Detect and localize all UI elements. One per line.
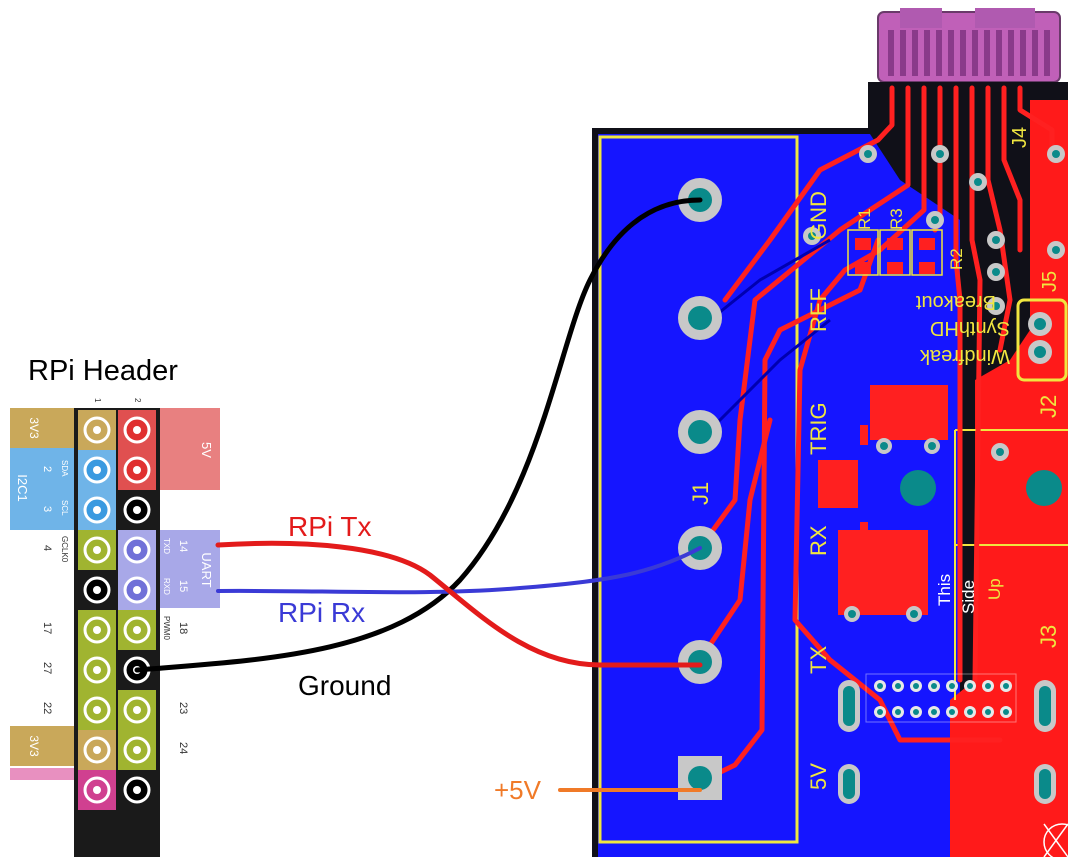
pin-number-17: 17	[41, 622, 53, 634]
vias	[803, 145, 1065, 622]
board-text-windfreak: Windfreak	[919, 345, 1010, 367]
right-pin-numbers: 14 15 18 23 24	[177, 540, 189, 754]
j4-connector-tab-right	[975, 8, 1035, 28]
top-pin-number-2: 2	[133, 398, 142, 403]
j1-pads	[678, 178, 722, 800]
wire-label-ground: Ground	[298, 670, 391, 701]
j5-silkscreen	[1016, 298, 1068, 382]
left-label-3v3-bottom-text: 3V3	[27, 735, 41, 757]
j1-pin-label-5v: 5V	[806, 763, 831, 790]
wire-label-rx: RPi Rx	[278, 597, 365, 628]
pin-number-23: 23	[177, 702, 189, 714]
resistor-label-r3: R3	[887, 208, 906, 230]
func-label-txd: TXD	[162, 538, 171, 554]
wire-rx	[216, 546, 702, 595]
rpi-header-title: RPi Header	[28, 355, 178, 387]
wire-labels: RPi Tx RPi Rx Ground +5V	[278, 511, 542, 805]
side-text-up: Up	[985, 578, 1004, 600]
j1-pin-label-rx: RX	[806, 525, 831, 556]
pcb-silkscreen-text: GND REF TRIG RX TX 5V J1 J4 J5 J2 J3 R1 …	[688, 127, 1061, 790]
wire-tx	[215, 540, 703, 668]
pin-number-22: 22	[41, 702, 53, 714]
component-pads	[818, 385, 948, 615]
connector-label-j5: J5	[1039, 271, 1061, 292]
right-label-uart-text: UART	[199, 552, 214, 587]
pin-number-2: 2	[41, 466, 53, 472]
left-label-i2c1	[10, 448, 74, 530]
connector-label-j2: J2	[1036, 395, 1061, 418]
top-pin-number-1: 1	[93, 398, 102, 403]
j4-connector-pins	[888, 30, 1050, 76]
j3-header-pads	[865, 673, 1017, 723]
red-traces	[697, 85, 1055, 781]
right-label-5v-text: 5V	[199, 442, 214, 458]
j1-pin-label-trig: TRIG	[806, 402, 831, 455]
left-pin-numbers: 2 3	[41, 466, 53, 512]
wire-label-power: +5V	[494, 775, 542, 805]
function-labels: SDA SCL GCLK0 TXD RXD PWM0	[60, 460, 171, 641]
oval-pads	[838, 680, 1056, 804]
header-top-strip	[74, 392, 160, 408]
pin-number-27: 27	[41, 662, 53, 674]
board-text-breakout: Breakout	[916, 291, 996, 313]
j1-pin-label-tx: TX	[806, 646, 831, 674]
left-label-3v3-bottom	[10, 726, 74, 766]
resistor-label-r1: R1	[855, 208, 874, 230]
func-label-scl: SCL	[60, 500, 69, 516]
pin-number-24: 24	[177, 742, 189, 754]
rpi-header: RPi Header 3V3 I2C1 3V3 5V UART	[0, 355, 220, 857]
wire-label-tx: RPi Tx	[288, 511, 372, 542]
side-text-this: This	[935, 574, 954, 606]
connector-label-j3: J3	[1036, 625, 1061, 648]
pins	[83, 416, 151, 804]
pin-number-3: 3	[41, 506, 53, 512]
func-label-rxd: RXD	[162, 578, 171, 595]
wire-ground	[134, 197, 703, 673]
left-label-3v3-top	[10, 408, 74, 448]
j1-pin-label-gnd: GND	[806, 191, 831, 240]
blue-traces	[708, 238, 831, 432]
pin-number-14: 14	[177, 540, 189, 552]
wires	[134, 197, 703, 792]
func-label-pwm0: PWM0	[162, 616, 171, 641]
pin-number-15: 15	[177, 580, 189, 592]
j4-connector-tab-left	[900, 8, 942, 28]
right-label-uart	[160, 530, 220, 608]
pin-number-4: 4	[41, 545, 53, 551]
func-label-gclk0: GCLK0	[60, 536, 69, 563]
red-copper-pour	[950, 100, 1068, 857]
header-mask	[0, 780, 75, 857]
left-label-i2c1-text: I2C1	[15, 474, 30, 501]
connector-label-j1: J1	[688, 482, 713, 505]
func-label-sda: SDA	[60, 460, 69, 477]
resistor-area	[847, 229, 943, 276]
connector-label-j4: J4	[1009, 127, 1031, 148]
j1-pin-label-ref: REF	[806, 288, 831, 332]
pcb-board: GND REF TRIG RX TX 5V J1 J4 J5 J2 J3 R1 …	[592, 8, 1068, 857]
board-text-synthhd: SynthHD	[930, 317, 1010, 339]
resistor-label-r2: R2	[947, 248, 966, 270]
this-side-up-text: This Side Up	[935, 574, 1004, 614]
pin-number-18: 18	[177, 622, 189, 634]
right-label-5v	[160, 408, 220, 490]
left-pin-numbers-dark: 4 17 27 22	[41, 545, 53, 714]
side-text-side: Side	[959, 580, 978, 614]
left-label-3v3-top-text: 3V3	[27, 417, 41, 439]
corner-mark	[1043, 823, 1068, 857]
